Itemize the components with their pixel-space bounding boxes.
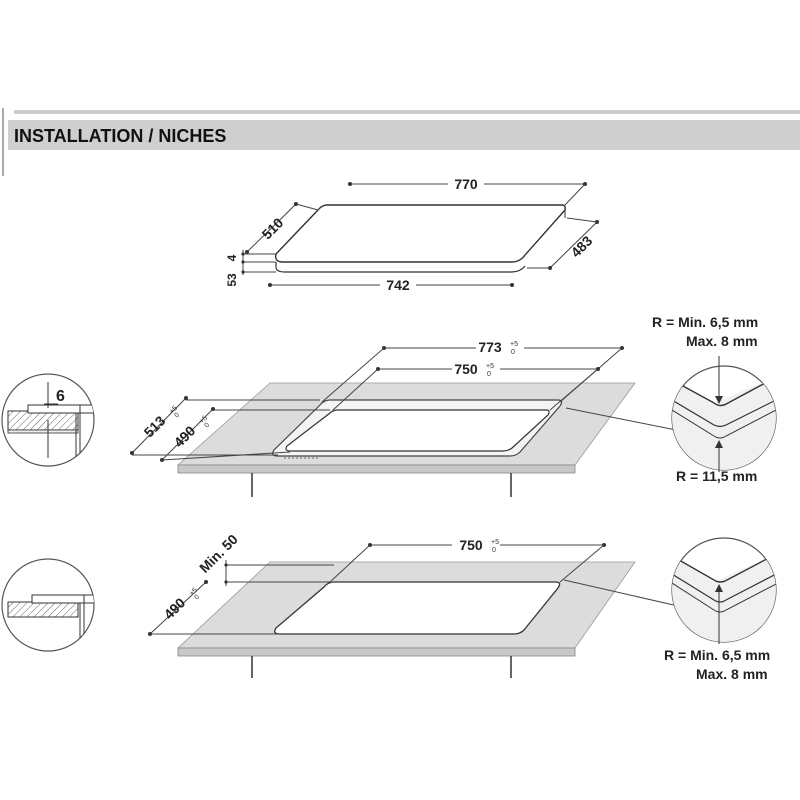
dim-490a-label: 490 <box>171 422 199 450</box>
radius-b-min-label: R = Min. 6,5 mm <box>664 647 770 663</box>
dim-483-label: 483 <box>568 232 596 260</box>
dim-thickness: 4 53 <box>225 250 276 287</box>
dim-510-label: 510 <box>259 214 287 242</box>
dim-min50-label: Min. 50 <box>196 531 241 576</box>
dim-483: 483 <box>527 217 599 270</box>
dim-750b-tol-top: +5 <box>491 539 499 546</box>
dim-750b-tol-bottom: 0 <box>492 547 496 554</box>
dim-770: 770 <box>348 175 587 206</box>
dim-510: 510 <box>245 202 319 254</box>
dim-490b-tol-bottom: 0 <box>193 594 201 602</box>
radius-a-corner-label: R = 11,5 mm <box>676 468 757 484</box>
dim-513-tol-bottom: 0 <box>173 412 181 420</box>
niche-b-countertop <box>176 561 636 678</box>
dim-742: 742 <box>268 276 514 293</box>
dim-750b-label: 750 <box>459 537 483 553</box>
dim-773-tol-top: +5 <box>510 341 518 348</box>
detail-surface-profile <box>1 558 95 652</box>
dim-490b-tol-top: +5 <box>188 587 199 598</box>
dim-770-label: 770 <box>454 176 478 192</box>
dim-490a-tol-top: +5 <box>198 415 209 426</box>
dim-742-label: 742 <box>386 277 410 293</box>
dim-513-label: 513 <box>141 412 169 440</box>
dim-490b-label: 490 <box>161 594 189 622</box>
header-band: INSTALLATION / NICHES <box>2 108 800 176</box>
dim-750a-tol-bottom: 0 <box>487 371 491 378</box>
detail-step-label: 6 <box>56 388 65 405</box>
dim-4-label: 4 <box>225 254 239 261</box>
dim-773-label: 773 <box>478 339 502 355</box>
dim-513-tol-top: +5 <box>168 405 179 416</box>
radius-a-min-label: R = Min. 6,5 mm <box>652 314 758 330</box>
niche-a-countertop <box>176 382 636 497</box>
detail-corner-radius-a: R = Min. 6,5 mm Max. 8 mm R = 11,5 mm <box>652 314 777 484</box>
hob-top-view: 770 510 483 742 <box>225 175 599 293</box>
page-title: INSTALLATION / NICHES <box>14 126 226 146</box>
dim-750a-label: 750 <box>454 361 478 377</box>
dim-750a-tol-top: +5 <box>486 363 494 370</box>
radius-b-max-label: Max. 8 mm <box>696 666 768 682</box>
dim-773-tol-bottom: 0 <box>511 349 515 356</box>
radius-a-max-label: Max. 8 mm <box>686 333 758 349</box>
detail-corner-radius-b: R = Min. 6,5 mm Max. 8 mm <box>664 537 777 682</box>
dim-490a-tol-bottom: 0 <box>203 422 211 430</box>
dim-53-label: 53 <box>225 273 239 287</box>
detail-rebate-profile: 6 <box>1 373 95 467</box>
